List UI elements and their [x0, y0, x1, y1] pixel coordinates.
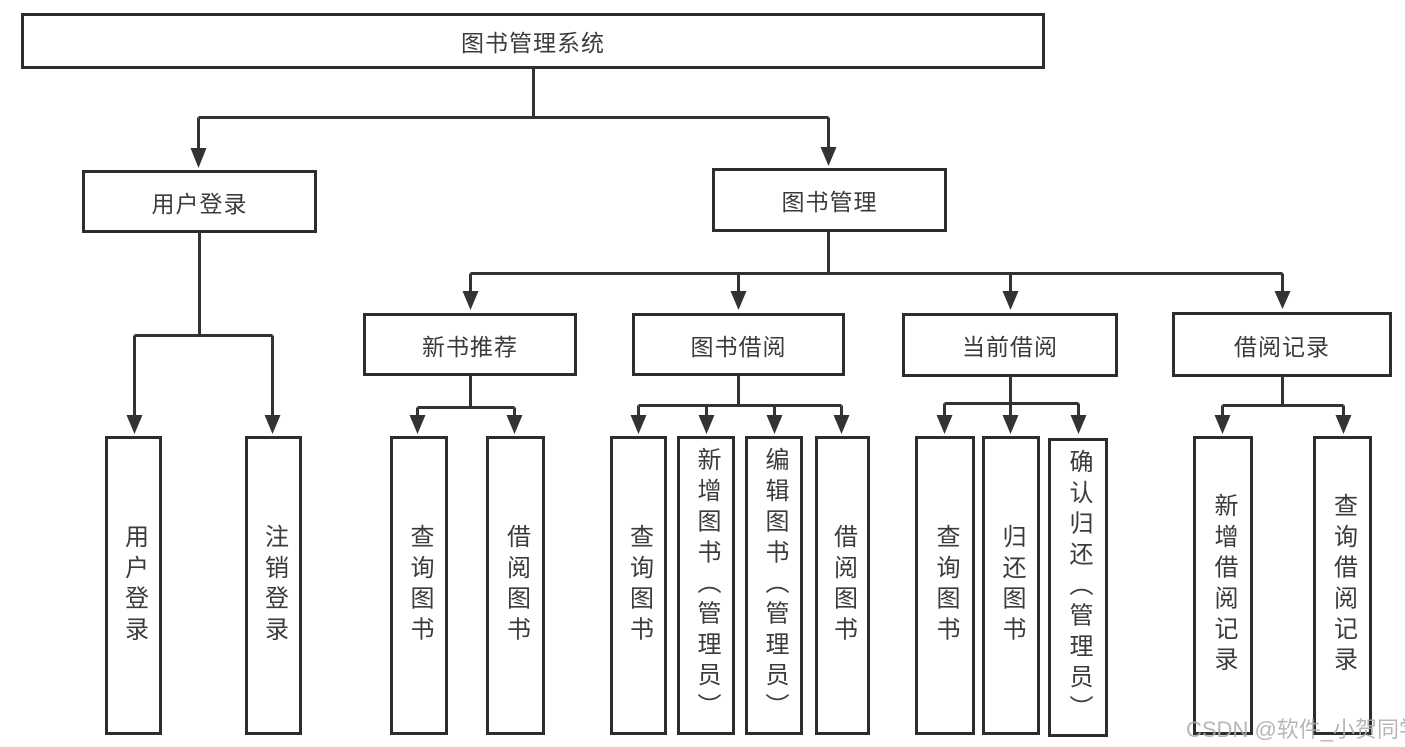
- node-new-books-label: 新书推荐: [422, 333, 518, 360]
- node-book-mgmt-label: 图书管理: [781, 189, 878, 215]
- connector-book-borrow-children: [630, 376, 850, 434]
- watermark-text: CSDN @软件_小贺同学: [1186, 717, 1405, 742]
- node-user-login: 用户登录: [82, 170, 317, 233]
- node-current-borrow-label: 当前借阅: [962, 334, 1058, 360]
- leaf-current-query: 查询图书: [915, 436, 975, 735]
- leaf-new-books-borrow-label: 借阅图书: [502, 524, 530, 647]
- leaf-records-add-label: 新增借阅记录: [1210, 493, 1237, 678]
- node-book-borrow: 图书借阅: [632, 313, 845, 376]
- connector-user-login-children: [126, 233, 281, 434]
- connector-borrow-records-children: [1214, 377, 1352, 434]
- leaf-borrow-edit: 编辑图书（管理员）: [745, 436, 803, 735]
- leaf-user-login: 用户登录: [105, 436, 162, 735]
- node-root-label: 图书管理系统: [461, 30, 605, 56]
- leaf-logout: 注销登录: [245, 436, 302, 735]
- leaf-borrow-edit-label: 编辑图书（管理员）: [761, 447, 788, 724]
- node-borrow-records-label: 借阅记录: [1234, 333, 1330, 360]
- leaf-borrow-borrow-label: 借阅图书: [829, 524, 857, 647]
- leaf-borrow-query-label: 查询图书: [625, 524, 653, 647]
- leaf-current-confirm-label: 确认归还（管理员）: [1065, 449, 1092, 726]
- node-root: 图书管理系统: [21, 13, 1045, 69]
- leaf-current-query-label: 查询图书: [932, 524, 959, 647]
- node-current-borrow: 当前借阅: [902, 313, 1118, 377]
- leaf-user-login-label: 用户登录: [120, 524, 148, 647]
- leaf-current-confirm: 确认归还（管理员）: [1048, 438, 1108, 737]
- leaf-borrow-add-label: 新增图书（管理员）: [693, 447, 720, 724]
- leaf-records-add: 新增借阅记录: [1193, 436, 1253, 735]
- leaf-records-query: 查询借阅记录: [1313, 436, 1372, 735]
- node-new-books: 新书推荐: [363, 313, 577, 376]
- node-borrow-records: 借阅记录: [1172, 312, 1392, 377]
- leaf-new-books-borrow: 借阅图书: [486, 436, 545, 735]
- leaf-logout-label: 注销登录: [260, 524, 288, 647]
- leaf-new-books-query-label: 查询图书: [406, 524, 433, 647]
- node-book-borrow-label: 图书借阅: [690, 333, 787, 360]
- leaf-borrow-borrow: 借阅图书: [815, 436, 870, 735]
- connector-current-borrow-children: [936, 377, 1087, 434]
- leaf-current-return-label: 归还图书: [998, 524, 1025, 647]
- leaf-new-books-query: 查询图书: [390, 436, 448, 735]
- connector-root-to-level2: [190, 69, 837, 168]
- connector-new-books-children: [409, 376, 523, 434]
- node-book-mgmt: 图书管理: [712, 168, 947, 232]
- connector-book-mgmt-children: [462, 232, 1291, 310]
- leaf-records-query-label: 查询借阅记录: [1329, 493, 1357, 678]
- leaf-borrow-query: 查询图书: [610, 436, 667, 735]
- leaf-current-return: 归还图书: [982, 436, 1040, 735]
- node-user-login-label: 用户登录: [151, 190, 248, 217]
- leaf-borrow-add: 新增图书（管理员）: [677, 436, 735, 735]
